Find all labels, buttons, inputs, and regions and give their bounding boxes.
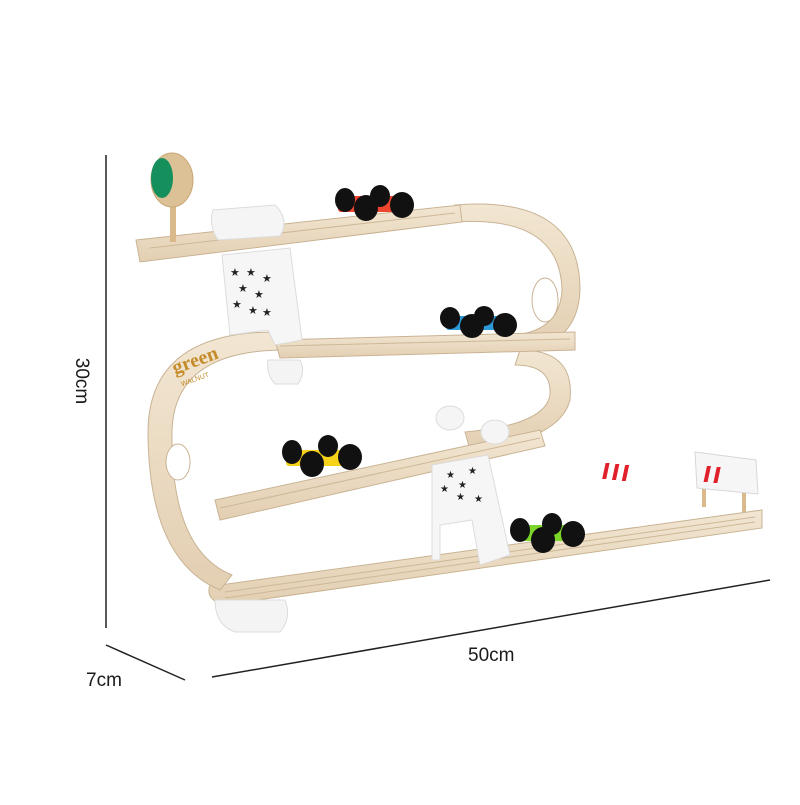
width-line: [211, 579, 771, 678]
svg-text:★: ★: [238, 283, 248, 295]
car-yellow: [282, 435, 362, 477]
car-green: [510, 513, 585, 553]
depth-dimension-label: 7cm: [86, 670, 122, 691]
svg-text:★: ★: [246, 267, 256, 279]
car-red: [335, 185, 414, 221]
svg-text:★: ★: [230, 267, 240, 279]
dimension-lines: [105, 155, 771, 681]
svg-text:★: ★: [458, 480, 467, 491]
barrier-sign: [602, 451, 759, 512]
star-icons: ★★ ★★ ★★: [440, 466, 483, 505]
star-icons: ★★★ ★★ ★★★: [230, 267, 272, 319]
top-track: [135, 204, 463, 263]
height-dimension-label: 30cm: [71, 357, 93, 405]
car-blue: [440, 306, 517, 338]
star-pillar-bottom: ★★ ★★ ★★: [431, 405, 511, 566]
svg-text:★: ★: [262, 307, 272, 319]
svg-text:★: ★: [474, 494, 483, 505]
svg-text:★: ★: [440, 484, 449, 495]
svg-text:★: ★: [262, 273, 272, 285]
second-track: [267, 331, 576, 385]
signal-post: [150, 152, 194, 242]
depth-line: [105, 644, 186, 681]
svg-text:★: ★: [446, 470, 455, 481]
width-dimension-label: 50cm: [468, 645, 515, 666]
third-track: [214, 429, 546, 521]
svg-text:★: ★: [456, 492, 465, 503]
svg-text:★: ★: [254, 289, 264, 301]
right-curve: [454, 203, 581, 451]
svg-text:★: ★: [248, 305, 258, 317]
svg-text:★: ★: [468, 466, 477, 477]
svg-text:★: ★: [232, 299, 242, 311]
left-curve: green WALNUT: [147, 331, 286, 591]
star-pillar-top: ★★★ ★★ ★★★: [210, 204, 303, 346]
